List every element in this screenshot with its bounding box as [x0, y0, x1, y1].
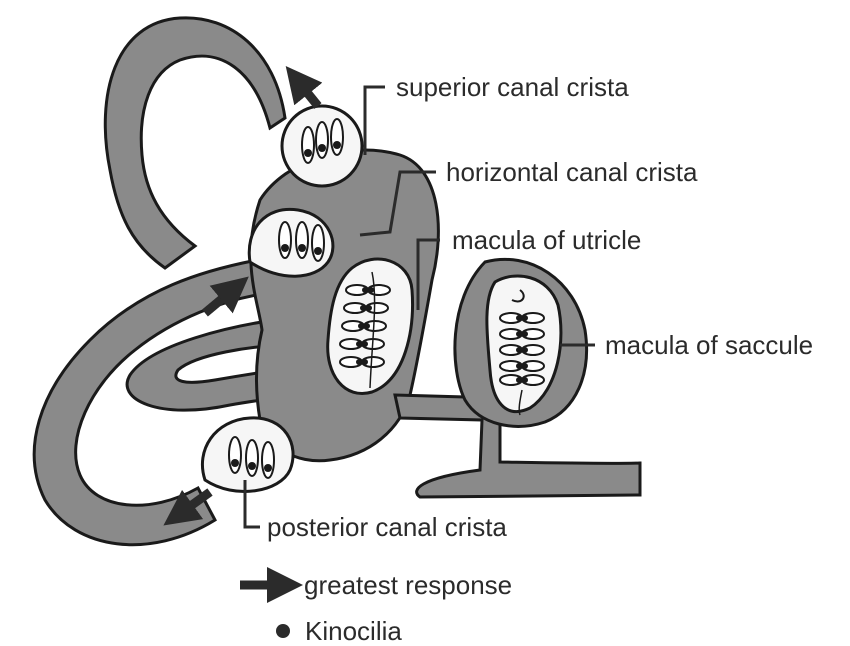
horizontal-crista-label: horizontal canal crista [446, 157, 698, 187]
superior-canal [103, 16, 287, 270]
superior-crista-label: superior canal crista [396, 72, 629, 102]
leader-lines [243, 85, 595, 529]
response-arrows [163, 65, 323, 526]
legend-dot-icon [276, 624, 290, 638]
saccule-duct [393, 393, 642, 499]
utricle-macula [326, 257, 414, 395]
saccule-macula [485, 274, 563, 416]
utricle-macula-label: macula of utricle [452, 225, 641, 255]
superior-crista [280, 104, 364, 188]
saccule-macula-label: macula of saccule [605, 330, 813, 360]
posterior-crista [200, 416, 295, 493]
legend: greatest response Kinocilia [240, 567, 512, 646]
superior-arrow [285, 65, 323, 109]
legend-dot-label: Kinocilia [305, 616, 402, 646]
posterior-arrow [163, 488, 213, 526]
horizontal-crista [247, 207, 335, 278]
horizontal-arrow [202, 276, 249, 317]
legend-arrow-label: greatest response [304, 570, 512, 600]
posterior-crista-label: posterior canal crista [267, 512, 507, 542]
